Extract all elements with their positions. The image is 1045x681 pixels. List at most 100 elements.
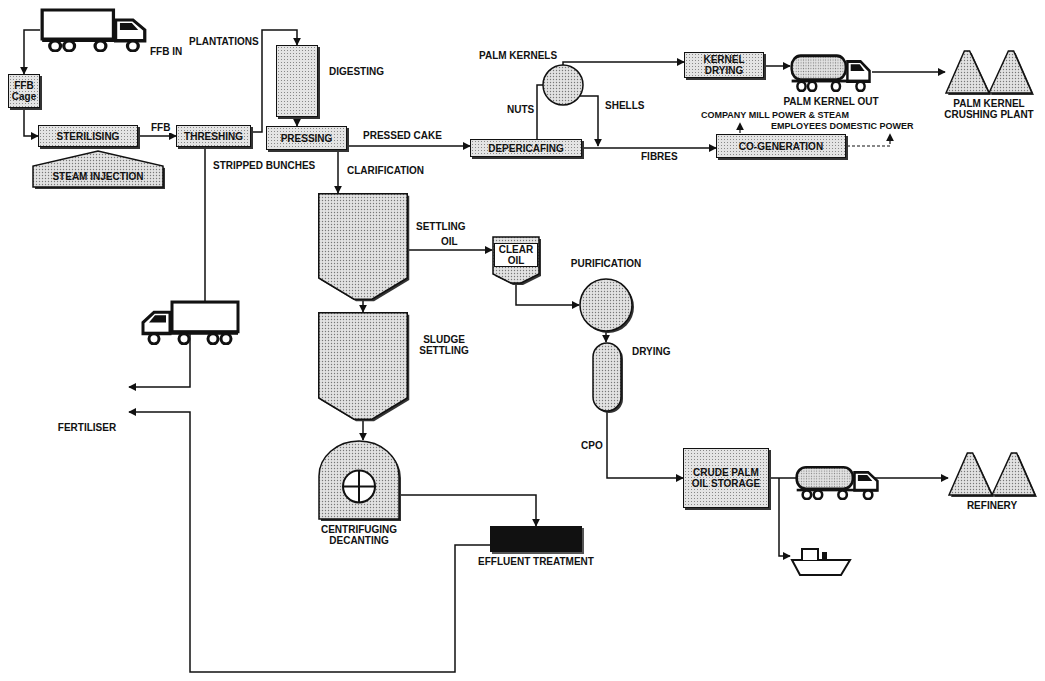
node-label: CO-GENERATION xyxy=(739,141,823,152)
node-label: STEAM INJECTION xyxy=(52,171,143,182)
outside-label: DIGESTING xyxy=(329,66,384,77)
process-box: KERNEL DRYING xyxy=(684,52,764,78)
circle-shape xyxy=(580,279,632,331)
outside-label: PALM KERNEL OUT xyxy=(770,96,892,107)
dome-shape xyxy=(319,441,399,519)
node-label: FFB Cage xyxy=(11,80,37,102)
factory-outline xyxy=(945,50,1033,94)
outside-label: CENTRIFUGING DECANTING xyxy=(304,524,414,546)
node-label: PRESSING xyxy=(281,133,333,144)
purifier: PURIFICATION xyxy=(579,278,633,332)
process-box: THRESHING xyxy=(176,125,251,147)
node-label: CRUDE PALM OIL STORAGE xyxy=(686,467,766,489)
circle-outline xyxy=(579,278,633,332)
outside-label: SLUDGE SETTLING xyxy=(416,334,472,356)
tanker-icon xyxy=(792,56,870,91)
outside-label: PALM KERNEL CRUSHING PLANT xyxy=(933,98,1045,120)
outside-label: PURIFICATION xyxy=(564,258,648,269)
flow-line xyxy=(362,300,364,312)
node-label: KERNEL DRYING xyxy=(687,54,761,76)
tanker-outline xyxy=(790,50,872,92)
flow-line xyxy=(129,412,490,672)
process-box: FFB Cage xyxy=(8,74,40,108)
flow-line xyxy=(400,495,536,526)
tank-outline xyxy=(318,193,408,300)
factory-outline xyxy=(948,452,1036,496)
clear-shape xyxy=(493,237,539,283)
outside-label: REFINERY xyxy=(938,500,1045,511)
process-box: PRESSING xyxy=(266,126,347,150)
node-label: DEPERICAFING xyxy=(488,143,564,154)
kernel-tanker: PALM KERNEL OUT xyxy=(790,50,872,92)
flow-line xyxy=(408,249,492,251)
house-shape xyxy=(33,151,163,187)
flow-label: PRESSED CAKE xyxy=(362,130,443,141)
factory-shape xyxy=(949,453,1035,495)
ship-line xyxy=(779,478,790,556)
flow-line xyxy=(516,284,579,305)
plant-icon: PALM KERNEL CRUSHING PLANT xyxy=(945,50,1033,94)
decanter: CENTRIFUGING DECANTING xyxy=(318,440,400,520)
outside-label: FERTILISER xyxy=(45,422,129,433)
process-box: DEPERICAFING xyxy=(470,139,582,157)
nut-separator xyxy=(543,65,583,105)
tank-shape xyxy=(319,194,408,300)
settling-tank: SETTLING xyxy=(318,193,408,300)
dryer: DRYING xyxy=(592,342,622,412)
outside-label: DRYING xyxy=(632,346,671,357)
note-label: PALM KERNELS xyxy=(478,50,558,61)
note-label: COMPANY MILL POWER & STEAM xyxy=(700,110,850,120)
node-label: STERILISING xyxy=(57,131,120,142)
tank-shape xyxy=(319,313,408,420)
flow-line xyxy=(607,412,683,478)
storage-box: CRUDE PALM OIL STORAGE xyxy=(683,448,769,508)
note-label: NUTS xyxy=(506,104,535,115)
note-label: PLANTATIONS xyxy=(188,36,260,47)
flow-line xyxy=(582,147,716,149)
flow-line xyxy=(537,62,684,139)
outside-label: FFB IN xyxy=(150,46,182,57)
flow-line xyxy=(24,30,40,74)
steam-arrow: STEAM INJECTION xyxy=(32,150,164,188)
flow-line xyxy=(337,150,339,193)
node-label: THRESHING xyxy=(184,131,243,142)
power-line xyxy=(847,134,890,146)
ship xyxy=(792,549,850,575)
tank-outline xyxy=(318,312,408,420)
flow-line xyxy=(296,117,298,126)
bunch-truck xyxy=(143,302,238,344)
delivery-truck: FFB IN xyxy=(40,8,148,52)
house-outline xyxy=(32,150,164,188)
capsule-outline xyxy=(592,342,622,412)
node-label: CLEAR OIL xyxy=(494,243,538,267)
effluent-box: EFFLUENT TREATMENT xyxy=(490,526,582,552)
flow-label: FIBRES xyxy=(640,151,679,162)
outside-label: EFFLUENT TREATMENT xyxy=(461,556,611,567)
flow-label: OIL xyxy=(440,236,459,247)
dome-outline xyxy=(318,440,400,520)
rotor-symbol xyxy=(343,470,375,502)
note-label: EMPLOYEES DOMESTIC POWER xyxy=(770,121,915,131)
oil-tanker xyxy=(797,467,878,499)
truck-icon xyxy=(42,10,145,51)
outside-label: SETTLING xyxy=(416,221,465,232)
process-box: STERILISING xyxy=(38,125,138,147)
truck-outline xyxy=(40,8,148,52)
flow-line xyxy=(347,145,470,147)
flow-line xyxy=(872,71,945,73)
plant-icon: REFINERY xyxy=(948,452,1036,496)
clear-oil-tank: CLEAR OIL xyxy=(492,236,540,284)
flow-line xyxy=(24,108,38,136)
flow-label: CPO xyxy=(580,440,604,451)
flow-line xyxy=(138,135,176,137)
rotor-symbol xyxy=(343,470,375,502)
fertiliser-target: FERTILISER xyxy=(45,380,129,440)
capsule-shape xyxy=(593,343,621,411)
flow-line xyxy=(362,420,364,440)
sludge-tank: SLUDGE SETTLING xyxy=(318,312,408,420)
flow-label: FFB xyxy=(150,122,171,133)
flow-label: STRIPPED BUNCHES xyxy=(212,160,316,171)
flow-line xyxy=(764,65,790,67)
factory-shape xyxy=(946,51,1032,93)
flow-label: CLARIFICATION xyxy=(346,165,425,176)
